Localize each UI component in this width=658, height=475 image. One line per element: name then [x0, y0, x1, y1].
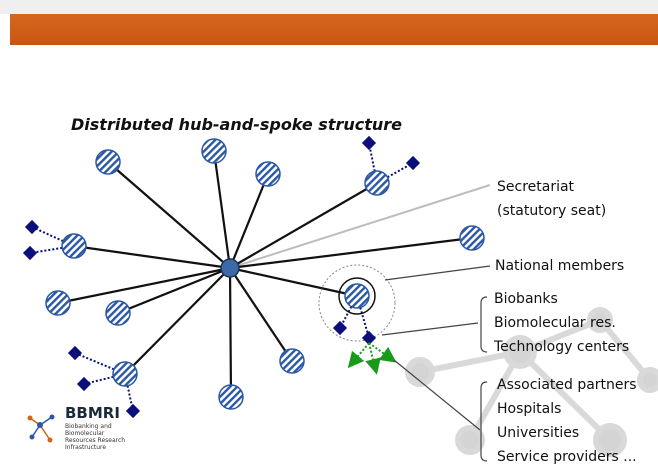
- focus-dotted-circle: [318, 264, 396, 342]
- label-national-members: National members: [495, 258, 625, 274]
- slide-header-band: [10, 14, 658, 45]
- diamond: [332, 320, 348, 336]
- node: [364, 170, 390, 196]
- node: [95, 149, 121, 175]
- label-universities: Universities: [497, 425, 580, 441]
- green-arrows: [347, 342, 397, 375]
- diamond: [361, 330, 377, 346]
- node: [218, 384, 244, 410]
- diamond: [125, 403, 141, 419]
- hub-node: [220, 258, 240, 278]
- bbmri-logo-mark: [27, 414, 55, 443]
- bbmri-logo: BBMRI Biobanking and Biomolecular Resour…: [26, 402, 156, 472]
- diamond: [361, 135, 377, 151]
- bbmri-logo-subtitle: Biobanking and Biomolecular Resources Re…: [65, 423, 126, 451]
- bbmri-logo-name: BBMRI: [65, 404, 120, 422]
- secretariat-line: [229, 184, 491, 269]
- node: [201, 138, 227, 164]
- node: [255, 161, 281, 187]
- callout-lines: [381, 265, 491, 462]
- slide-body: [10, 45, 658, 475]
- node: [45, 290, 71, 316]
- label-biobanks: Biobanks: [494, 291, 558, 307]
- diamond: [405, 155, 421, 171]
- diamond: [22, 245, 38, 261]
- spokes: [57, 150, 473, 398]
- label-hospitals: Hospitals: [497, 401, 562, 417]
- top-bar: [0, 0, 658, 14]
- label-statutory-seat: (statutory seat): [497, 203, 607, 219]
- member-nodes: [45, 138, 485, 410]
- label-service-providers: Service providers ...: [497, 449, 637, 465]
- diamond: [67, 345, 83, 361]
- node: [105, 300, 131, 326]
- node: [459, 225, 485, 251]
- diamond: [24, 219, 40, 235]
- node: [61, 233, 87, 259]
- diamond: [76, 376, 92, 392]
- label-biomolecular: Biomolecular res.: [494, 315, 616, 331]
- background-network: [405, 307, 658, 457]
- label-associated-partners: Associated partners: [497, 377, 637, 393]
- label-technology-centers: Technology centers: [494, 339, 630, 355]
- diagram-title: Distributed hub-and-spoke structure: [71, 115, 403, 134]
- node: [112, 361, 138, 387]
- node: [344, 283, 370, 309]
- national-member-ring: [338, 277, 376, 315]
- node: [279, 348, 305, 374]
- label-secretariat: Secretariat: [497, 179, 575, 195]
